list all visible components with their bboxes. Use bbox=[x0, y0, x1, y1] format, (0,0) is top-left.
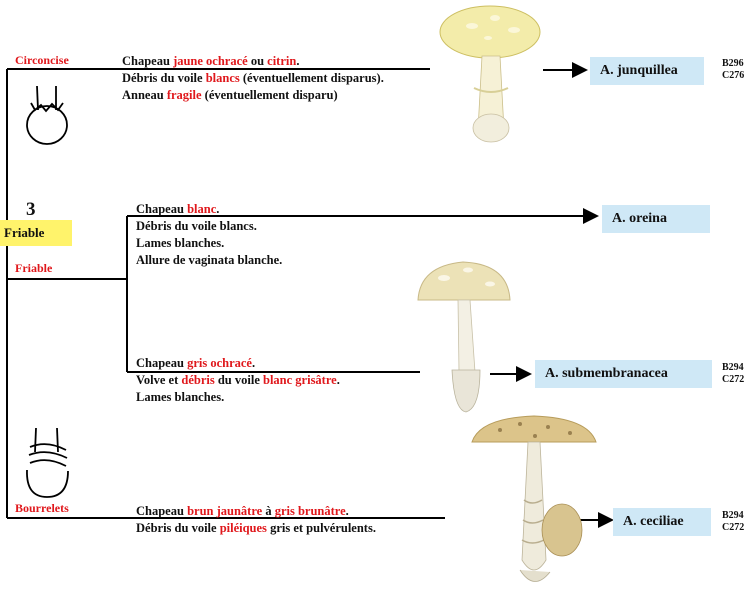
species-junquillea: A. junquillea bbox=[590, 57, 704, 85]
desc-line: Allure de vaginata blanche. bbox=[136, 252, 282, 269]
desc-line: Débris du voile blancs. bbox=[136, 218, 282, 235]
highlight-term: fragile bbox=[167, 88, 202, 102]
friable-highlight-box: Friable bbox=[0, 220, 72, 246]
desc-text: . bbox=[337, 373, 340, 387]
desc-text: Lames blanches. bbox=[136, 236, 224, 250]
desc-text: Chapeau bbox=[136, 202, 187, 216]
desc-text: . bbox=[346, 504, 349, 518]
refs-ceciliae: B294 C272 bbox=[722, 510, 744, 534]
desc-text: . bbox=[216, 202, 219, 216]
desc-line: Chapeau blanc. bbox=[136, 201, 282, 218]
desc-line: Volve et débris du voile blanc grisâtre. bbox=[136, 372, 340, 389]
desc-text: gris et pulvérulents. bbox=[267, 521, 376, 535]
desc-submembranacea: Chapeau gris ochracé.Volve et débris du … bbox=[136, 355, 340, 406]
species-ceciliae: A. ceciliae bbox=[613, 508, 711, 536]
mushroom-submembranacea bbox=[418, 262, 510, 412]
desc-text: à bbox=[262, 504, 275, 518]
desc-line: Chapeau jaune ochracé ou citrin. bbox=[122, 53, 384, 70]
ref-c: C272 bbox=[722, 522, 744, 534]
desc-line: Débris du voile piléiques gris et pulvér… bbox=[136, 520, 376, 537]
desc-text: Débris du voile bbox=[136, 521, 220, 535]
desc-line: Chapeau gris ochracé. bbox=[136, 355, 340, 372]
species-submembranacea: A. submembranacea bbox=[535, 360, 712, 388]
highlight-term: piléiques bbox=[220, 521, 267, 535]
highlight-term: jaune ochracé bbox=[173, 54, 248, 68]
label-circoncise: Circoncise bbox=[15, 53, 69, 68]
desc-text: ou bbox=[248, 54, 267, 68]
desc-text: Anneau bbox=[122, 88, 167, 102]
desc-line: Chapeau brun jaunâtre à gris brunâtre. bbox=[136, 503, 376, 520]
desc-line: Lames blanches. bbox=[136, 389, 340, 406]
desc-text: . bbox=[296, 54, 299, 68]
highlight-term: citrin bbox=[267, 54, 296, 68]
desc-line: Débris du voile blancs (éventuellement d… bbox=[122, 70, 384, 87]
highlight-term: gris brunâtre bbox=[275, 504, 346, 518]
desc-text: Allure de vaginata blanche. bbox=[136, 253, 282, 267]
highlight-term: débris bbox=[181, 373, 214, 387]
highlight-term: blanc grisâtre bbox=[263, 373, 337, 387]
ref-c: C276 bbox=[722, 70, 744, 82]
desc-junquillea: Chapeau jaune ochracé ou citrin.Débris d… bbox=[122, 53, 384, 104]
desc-text: Débris du voile blancs. bbox=[136, 219, 257, 233]
desc-line: Lames blanches. bbox=[136, 235, 282, 252]
desc-text: Chapeau bbox=[122, 54, 173, 68]
desc-text: Volve et bbox=[136, 373, 181, 387]
refs-junquillea: B296 C276 bbox=[722, 58, 744, 82]
key-number: 3 bbox=[26, 199, 36, 221]
species-oreina: A. oreina bbox=[602, 205, 710, 233]
desc-text: Débris du voile bbox=[122, 71, 206, 85]
highlight-term: blanc bbox=[187, 202, 216, 216]
desc-ceciliae: Chapeau brun jaunâtre à gris brunâtre.Dé… bbox=[136, 503, 376, 537]
highlight-term: blancs bbox=[206, 71, 240, 85]
desc-line: Anneau fragile (éventuellement disparu) bbox=[122, 87, 384, 104]
volva-circoncise-icon bbox=[27, 86, 67, 144]
desc-text: . bbox=[252, 356, 255, 370]
ref-b: B294 bbox=[722, 362, 744, 374]
ref-b: B296 bbox=[722, 58, 744, 70]
ref-c: C272 bbox=[722, 374, 744, 386]
desc-text: (éventuellement disparu) bbox=[202, 88, 338, 102]
label-friable: Friable bbox=[15, 261, 52, 276]
highlight-term: brun jaunâtre bbox=[187, 504, 262, 518]
volva-bourrelets-icon bbox=[27, 428, 68, 497]
desc-oreina: Chapeau blanc.Débris du voile blancs.Lam… bbox=[136, 201, 282, 269]
label-bourrelets: Bourrelets bbox=[15, 501, 69, 516]
mushroom-ceciliae bbox=[472, 416, 596, 582]
highlight-term: gris ochracé bbox=[187, 356, 252, 370]
desc-text: Lames blanches. bbox=[136, 390, 224, 404]
desc-text: du voile bbox=[215, 373, 263, 387]
desc-text: Chapeau bbox=[136, 504, 187, 518]
ref-b: B294 bbox=[722, 510, 744, 522]
desc-text: Chapeau bbox=[136, 356, 187, 370]
mushroom-junquillea bbox=[440, 6, 540, 142]
desc-text: (éventuellement disparus). bbox=[240, 71, 384, 85]
refs-submembranacea: B294 C272 bbox=[722, 362, 744, 386]
